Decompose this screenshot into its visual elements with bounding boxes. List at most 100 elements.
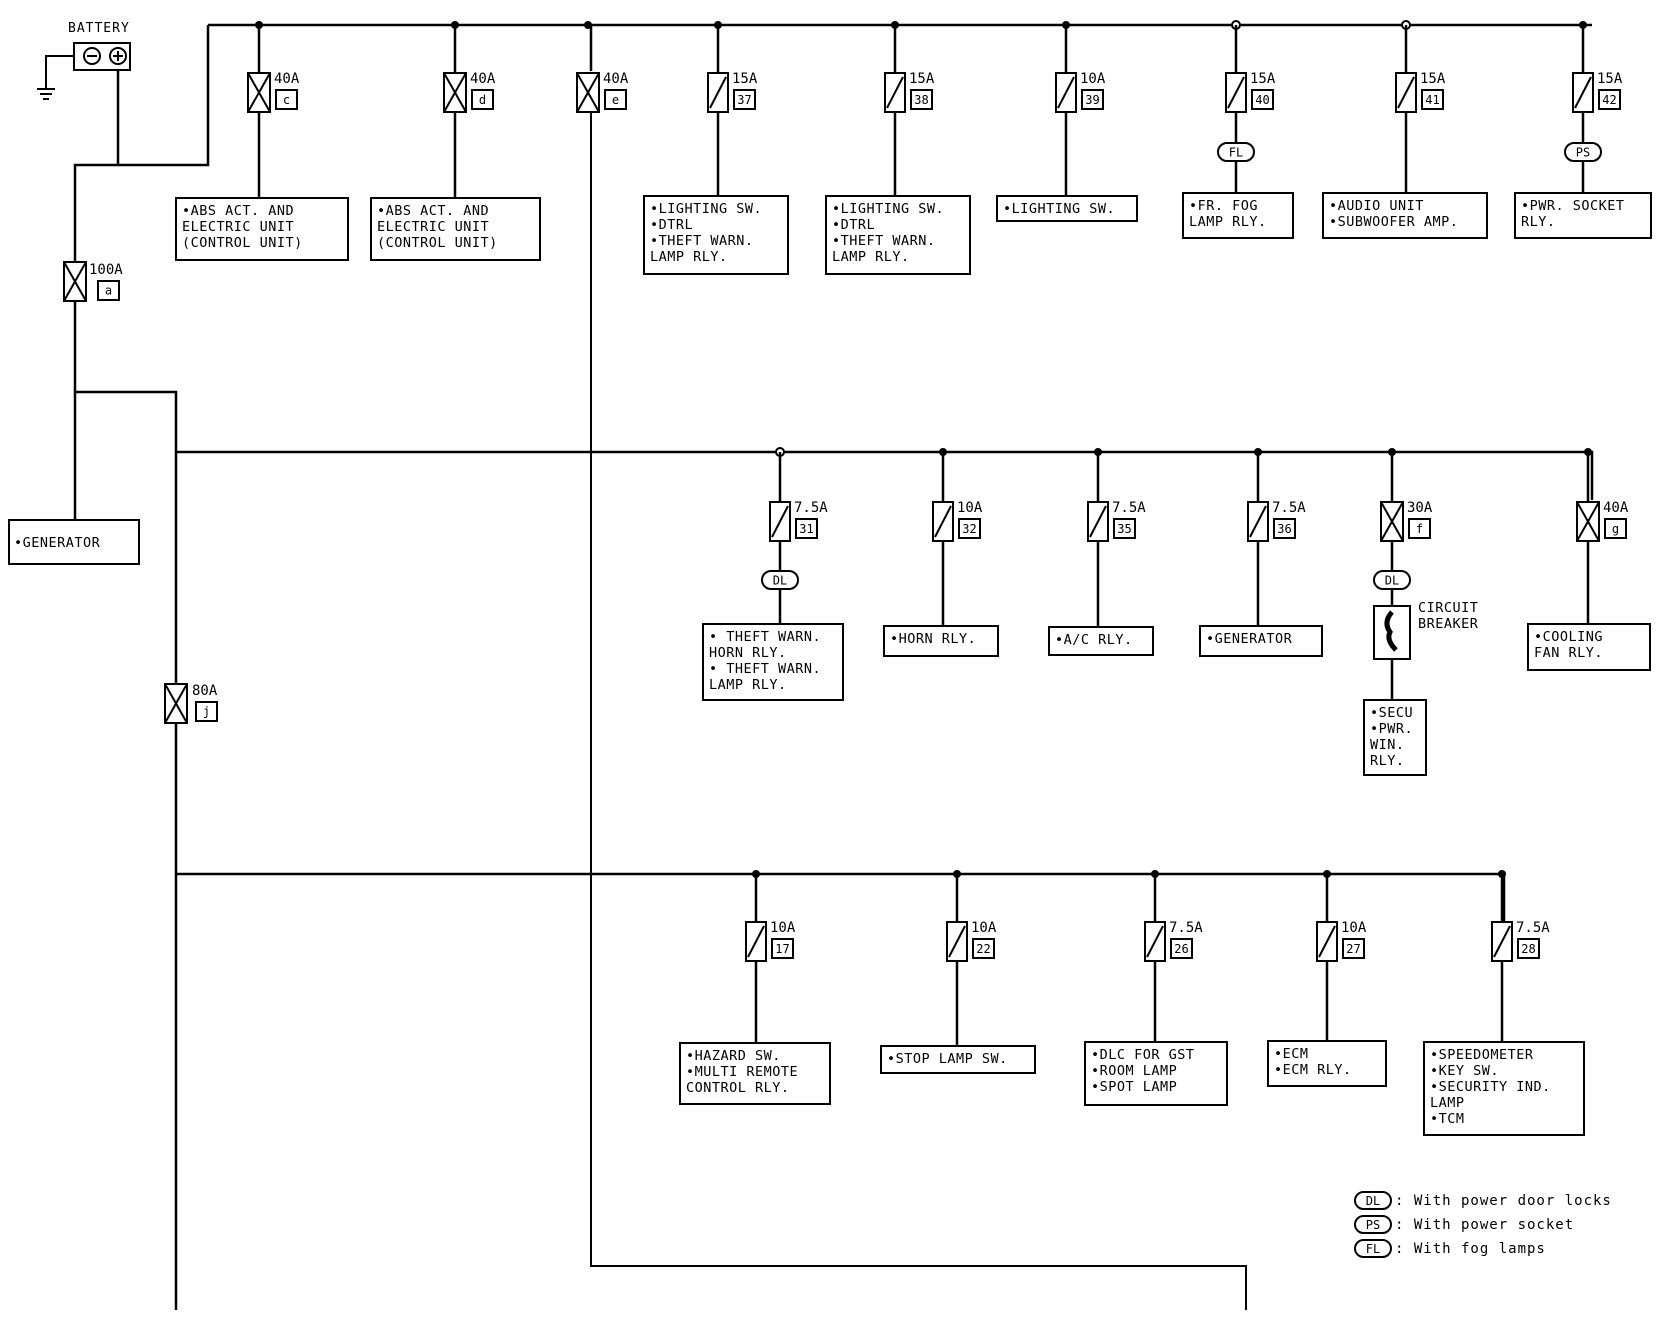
fuse-tag-box	[733, 89, 756, 110]
legend-item-ps: PS : With power socket	[1354, 1215, 1573, 1234]
fuse-rating: 7.5A	[1169, 920, 1203, 936]
load-label: LAMP RLY.	[832, 249, 910, 265]
fuse-rating: 7.5A	[1272, 500, 1306, 516]
fuse-rating: 15A	[732, 71, 758, 87]
load-box	[175, 197, 349, 261]
load-label: •SUBWOOFER AMP.	[1329, 214, 1458, 230]
legend: DL : With power door locks PS : With pow…	[1354, 1191, 1612, 1258]
fuse-rating: 7.5A	[1516, 920, 1550, 936]
main-fuse-a: 100A a	[63, 261, 123, 302]
fuse-rating: 7.5A	[1112, 500, 1146, 516]
load-box	[643, 195, 789, 275]
load-label: LAMP RLY.	[650, 249, 728, 265]
circuit-breaker-label: CIRCUIT	[1418, 600, 1478, 616]
load-label: •DTRL	[832, 217, 875, 233]
fuse-tag: c	[283, 93, 290, 107]
option-code: DL	[773, 574, 787, 588]
legend-dl-code: DL	[1366, 1194, 1380, 1208]
load-label: •ECM	[1274, 1046, 1309, 1062]
load-box	[1514, 192, 1652, 239]
load-label: •PWR.	[1370, 721, 1413, 737]
fuse-rating: 10A	[1080, 71, 1106, 87]
load-label: •ABS ACT. AND	[377, 203, 489, 219]
load-label: • THEFT WARN.	[709, 629, 821, 645]
fuse-tag-box	[471, 89, 494, 110]
fuse-rating: 40A	[1603, 500, 1629, 516]
load-label: •HAZARD SW.	[686, 1048, 781, 1064]
main-fuse-a-tag: a	[105, 284, 112, 298]
load-label: •SPOT LAMP	[1091, 1079, 1177, 1095]
load-label: •THEFT WARN.	[650, 233, 754, 249]
fuse-tag: 27	[1346, 942, 1360, 956]
main-fuse-j: 80A j	[164, 683, 218, 724]
fuse-tag: 40	[1255, 93, 1269, 107]
load-label: ELECTRIC UNIT	[182, 219, 294, 235]
load-label: ELECTRIC UNIT	[377, 219, 489, 235]
circuit-breaker-label: BREAKER	[1418, 616, 1479, 632]
fuse-tag: 26	[1174, 942, 1188, 956]
load-label: HORN RLY.	[709, 645, 787, 661]
fuse-tag-box	[1598, 89, 1621, 110]
fuse-tag-box	[771, 938, 794, 959]
load-label: CONTROL RLY.	[686, 1080, 790, 1096]
load-label: •LIGHTING SW.	[650, 201, 762, 217]
fuse-rating: 30A	[1407, 500, 1433, 516]
load-box	[1322, 192, 1488, 239]
option-code: FL	[1229, 146, 1243, 160]
load-box	[1363, 699, 1427, 776]
load-label: LAMP	[1430, 1095, 1465, 1111]
load-box	[702, 623, 844, 701]
main-fuse-j-rating: 80A	[192, 683, 218, 699]
option-code: DL	[1385, 574, 1399, 588]
fuse-tag-box	[972, 938, 995, 959]
fuse-rating: 10A	[1341, 920, 1367, 936]
legend-dl-text: : With power door locks	[1395, 1193, 1612, 1209]
fuse-tag-box	[1113, 518, 1136, 539]
load-label: •HORN RLY.	[890, 631, 976, 647]
fuse-tag-box	[1408, 518, 1431, 539]
fuse-tag-box	[604, 89, 627, 110]
fuse-tag: 28	[1521, 942, 1535, 956]
load-label: •A/C RLY.	[1055, 632, 1133, 648]
fuse-rating: 10A	[971, 920, 997, 936]
fuse-tag: 32	[962, 522, 976, 536]
load-label: RLY.	[1521, 214, 1556, 230]
fuse-rating: 7.5A	[794, 500, 828, 516]
load-box	[825, 195, 971, 275]
fuse-tag-box	[910, 89, 933, 110]
load-box	[1199, 625, 1323, 657]
load-label: •THEFT WARN.	[832, 233, 936, 249]
load-label: •SECURITY IND.	[1430, 1079, 1551, 1095]
fuse-tag: 39	[1085, 93, 1099, 107]
fuse-tag: f	[1416, 522, 1423, 536]
fuse-rating: 40A	[274, 71, 300, 87]
fuse-tag-box	[1342, 938, 1365, 959]
fuse-tag: 22	[976, 942, 990, 956]
load-box	[370, 197, 541, 261]
fuse-tag: 41	[1425, 93, 1439, 107]
fuse-tag-box	[1421, 89, 1444, 110]
load-label: •KEY SW.	[1430, 1063, 1499, 1079]
fuse-tag: 35	[1117, 522, 1131, 536]
fuse-tag-box	[1517, 938, 1540, 959]
fuse-rating: 15A	[1250, 71, 1276, 87]
load-box	[880, 1045, 1036, 1074]
load-label: •DLC FOR GST	[1091, 1047, 1195, 1063]
load-label: •COOLING	[1534, 629, 1603, 645]
fuse-rating: 15A	[1420, 71, 1446, 87]
generator-box: •GENERATOR	[8, 519, 140, 565]
load-box	[1084, 1041, 1228, 1106]
load-box	[996, 195, 1138, 222]
fuse-rating: 10A	[770, 920, 796, 936]
main-fuse-j-tag: j	[203, 705, 210, 719]
